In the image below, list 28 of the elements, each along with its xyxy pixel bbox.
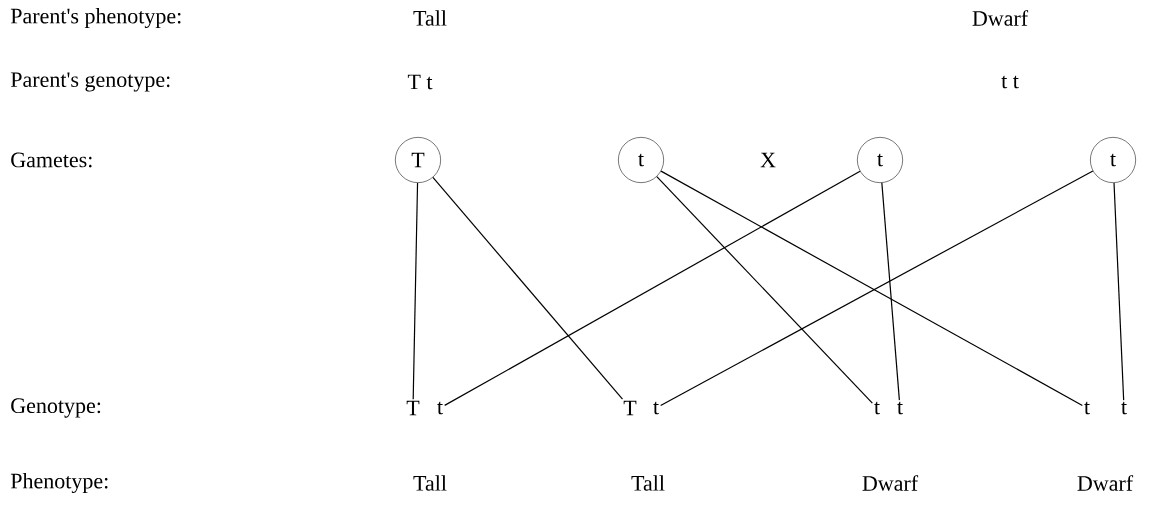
row-heading: Gametes: [11,152,92,168]
phenotype-label: Dwarf [862,475,919,491]
phenotype-label: Tall [413,10,447,26]
allele-letter: T [623,400,637,416]
row-heading: Genotype: [11,398,101,418]
genotype-label: T t [407,74,433,90]
connecting-line [432,176,624,400]
connecting-line [1113,182,1125,401]
connecting-line [881,182,900,401]
cross-symbol: X [760,152,776,168]
genotype-label: t t [1001,75,1019,89]
connecting-line [444,170,861,406]
phenotype-label: Tall [413,475,447,491]
allele-letter: t [1084,401,1090,415]
row-heading: Parent's genotype: [10,72,170,92]
phenotype-label: Tall [631,475,665,491]
row-heading: Phenotype: [10,473,108,493]
connecting-line [412,182,419,400]
allele-letter: t [897,401,903,415]
allele-letter: t [437,401,443,415]
allele-letter: T [406,400,420,416]
allele-letter: t [653,401,659,415]
allele-letter: t [874,401,880,415]
connecting-line [656,176,873,404]
allele-letter: t [1121,401,1127,415]
phenotype-label: Dwarf [972,10,1029,26]
row-heading: Parent's phenotype: [10,8,181,28]
phenotype-label: Dwarf [1077,475,1134,491]
